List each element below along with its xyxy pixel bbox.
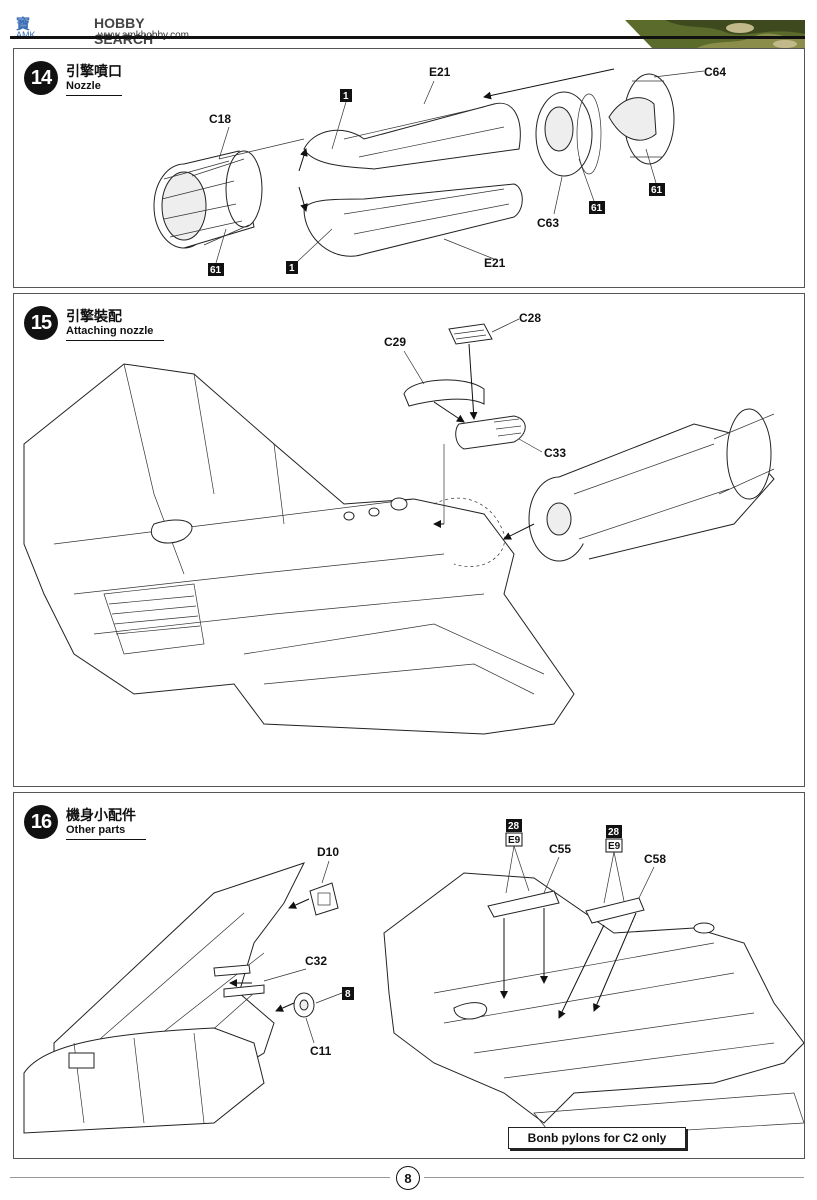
step-title-underline (66, 340, 164, 341)
label-c28: C28 (519, 311, 541, 325)
step-15-diagram: C28 C29 C33 (23, 311, 775, 735)
footer-rule-right (424, 1177, 804, 1178)
watermark-logo: 寶 (16, 16, 31, 32)
svg-text:1: 1 (289, 263, 295, 274)
label-c33: C33 (544, 446, 566, 460)
part-c63-disc (535, 91, 602, 177)
step-14-panel: 14 引擎噴口 Nozzle (13, 48, 805, 288)
part-number-box: 61 (208, 228, 227, 276)
part-c18-nozzle (153, 150, 263, 249)
watermark: 寶 HOBBY SEARCH AMK www.amkhobby.com (8, 10, 189, 47)
svg-text:E9: E9 (508, 835, 521, 846)
svg-text:61: 61 (591, 203, 603, 214)
label-c55: C55 (549, 842, 571, 856)
part-c58-pylon (585, 897, 645, 924)
step-title-cn: 引擎噴口 (66, 64, 122, 80)
svg-text:61: 61 (651, 185, 663, 196)
pylon-note: Bonb pylons for C2 only (508, 1127, 686, 1149)
label-e21-top: E21 (429, 65, 451, 79)
part-c64-cone (608, 73, 675, 165)
step-title-underline (66, 95, 122, 96)
part-number-box: 61 (645, 148, 665, 196)
step-number-badge: 16 (24, 805, 58, 839)
part-number-box: 61 (578, 158, 605, 214)
part-number-box: 8 (315, 987, 354, 1004)
part-number-box: 1 (331, 89, 352, 150)
step-number-badge: 14 (24, 61, 58, 95)
svg-text:8: 8 (345, 989, 351, 1000)
label-c32: C32 (305, 954, 327, 968)
label-c63: C63 (537, 216, 559, 230)
nozzle-assembly (528, 408, 775, 562)
part-d10 (309, 882, 339, 916)
part-c11 (293, 992, 315, 1018)
svg-text:28: 28 (608, 827, 620, 838)
step-15-panel: 15 引擎裝配 Attaching nozzle (13, 293, 805, 787)
part-number-box: 1 (286, 228, 333, 274)
svg-text:28: 28 (508, 821, 520, 832)
step-title-en: Other parts (66, 824, 126, 836)
svg-text:61: 61 (210, 265, 222, 276)
label-c11: C11 (310, 1044, 332, 1058)
watermark-sub: AMK (16, 30, 36, 40)
part-c55-pylon (487, 890, 560, 918)
part-c33 (455, 415, 526, 450)
label-c58: C58 (644, 852, 666, 866)
aircraft-tail-fin (23, 862, 305, 1134)
step-title-en: Attaching nozzle (66, 325, 154, 337)
aircraft-wing-underside (383, 872, 804, 1139)
step-number-badge: 15 (24, 306, 58, 340)
part-c29 (403, 379, 485, 407)
part-number-stack: 28 E9 (603, 825, 625, 904)
header-rule (10, 36, 805, 39)
step-title-cn: 機身小配件 (66, 808, 136, 824)
footer-rule-left (10, 1177, 390, 1178)
watermark-site-name: HOBBY SEARCH (94, 15, 154, 47)
label-c29: C29 (384, 335, 406, 349)
step-14-diagram: E21 E21 C64 C18 C63 1 1 61 61 61 (153, 65, 726, 276)
label-d10: D10 (317, 845, 339, 859)
svg-text:E9: E9 (608, 841, 621, 852)
aircraft-rear-fuselage (23, 363, 575, 735)
page-number: 8 (396, 1166, 420, 1190)
step-16-diagram: D10 C32 C11 8 C55 C58 (23, 819, 804, 1139)
camo-banner (625, 20, 805, 49)
part-number-stack: 28 E9 (505, 819, 530, 894)
part-c28 (448, 323, 493, 345)
label-c64: C64 (704, 65, 726, 79)
part-e21-bottom (303, 183, 523, 257)
label-c18: C18 (209, 112, 231, 126)
step-16-panel: 16 機身小配件 Other parts D10 C32 C11 (13, 792, 805, 1159)
svg-text:1: 1 (343, 91, 349, 102)
step-title-cn: 引擎裝配 (66, 309, 122, 325)
page-header: 寶 HOBBY SEARCH AMK www.amkhobby.com (0, 10, 817, 49)
part-e21-top (303, 102, 521, 170)
step-title-en: Nozzle (66, 80, 101, 92)
step-title-underline (66, 839, 146, 840)
label-e21-bottom: E21 (484, 256, 506, 270)
site-url: www.amkhobby.com (98, 30, 189, 41)
